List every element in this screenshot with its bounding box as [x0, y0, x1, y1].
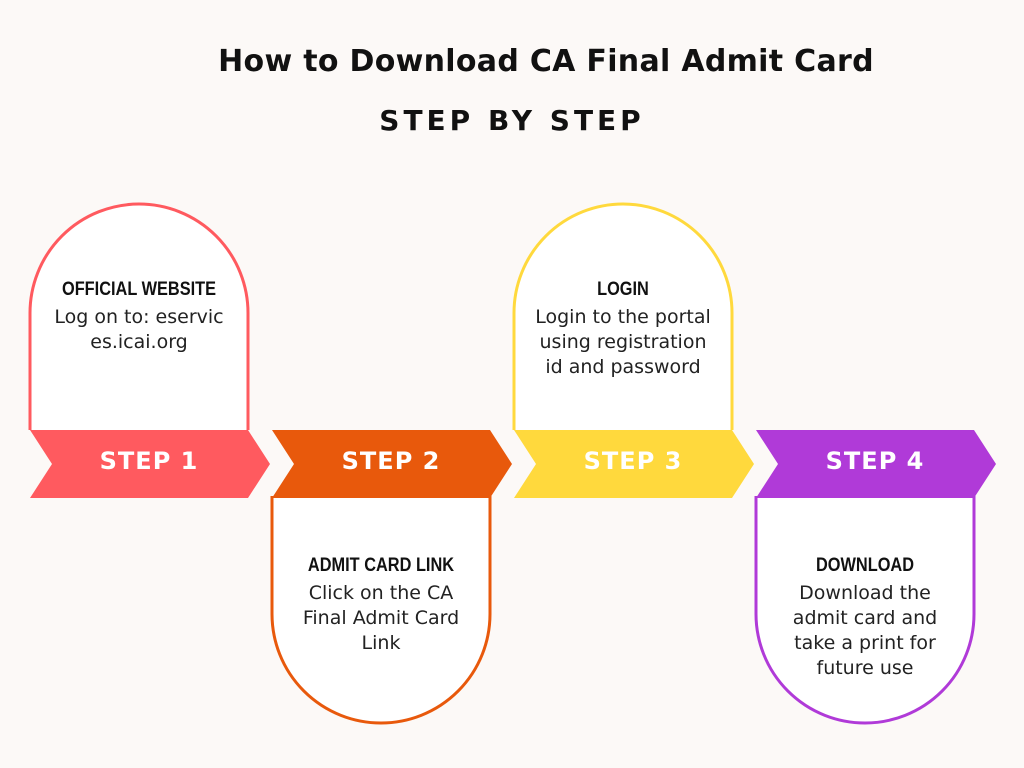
step-3-card	[512, 202, 734, 430]
step-3-label: STEP 3	[583, 447, 683, 475]
step-1-content: OFFICIAL WEBSITE Log on to: eservices.ic…	[30, 279, 248, 355]
step-3-description: Login to the portal using registration i…	[535, 306, 711, 378]
step-2-heading: ADMIT CARD LINK	[307, 555, 455, 576]
step-2-card	[270, 496, 492, 725]
step-2-content: ADMIT CARD LINK Click on the CA Final Ad…	[272, 555, 490, 656]
diagram-title: How to Download CA Final Admit Card	[218, 44, 874, 79]
step-1-description: Log on to: eservices.icai.org	[54, 306, 224, 353]
step-4-arrow	[756, 430, 996, 498]
step-4-label: STEP 4	[825, 447, 925, 475]
step-1-heading: OFFICIAL WEBSITE	[61, 279, 217, 300]
step-4-card	[754, 496, 976, 725]
step-2-label: STEP 2	[341, 447, 441, 475]
diagram-subtitle: STEP BY STEP	[379, 104, 645, 137]
step-3-content: LOGIN Login to the portal using registra…	[514, 279, 732, 380]
step-3-arrow	[514, 430, 754, 498]
step-4-description: Download the admit card and take a print…	[792, 582, 938, 679]
step-4-heading: DOWNLOAD	[815, 555, 915, 576]
step-2-arrow	[272, 430, 512, 498]
step-1-label: STEP 1	[99, 447, 199, 475]
step-4-content: DOWNLOAD Download the admit card and tak…	[756, 555, 974, 681]
step-1-arrow	[30, 430, 270, 498]
step-2-description: Click on the CA Final Admit Card Link	[302, 582, 460, 654]
step-1-card	[28, 202, 250, 430]
step-3-heading: LOGIN	[597, 279, 649, 300]
